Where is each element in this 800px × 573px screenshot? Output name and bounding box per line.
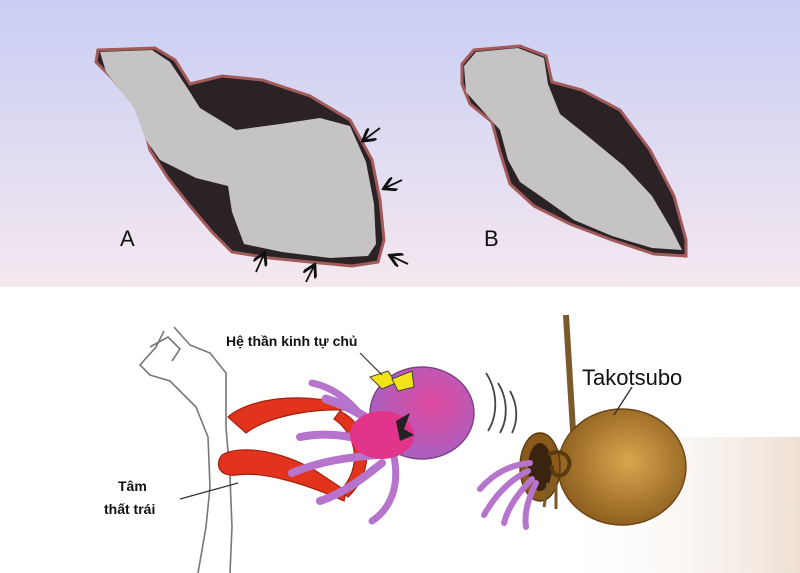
pot-body	[557, 408, 687, 526]
heart-a: A	[94, 46, 409, 283]
motion-lines	[485, 372, 518, 434]
arrow	[391, 256, 409, 264]
takotsubo-label: Takotsubo	[582, 365, 682, 390]
human-outline	[138, 326, 233, 573]
pot-label-leader	[613, 386, 633, 416]
motion-line	[497, 382, 507, 434]
octopus-mouth	[396, 413, 414, 441]
body-outline	[138, 330, 211, 573]
rope-ends	[542, 482, 558, 509]
hand-outline	[149, 336, 182, 362]
arrow	[306, 266, 314, 283]
autonomic-leader	[359, 352, 383, 376]
ventricle-band	[217, 449, 347, 502]
panel-a-label: A	[120, 226, 135, 251]
takotsubo-illustration-panel: Takotsubo Hệ thần kinh tự chủ Tâm thất t…	[0, 287, 800, 573]
motion-line	[485, 372, 497, 432]
ventriculogram-svg: A B	[0, 0, 800, 287]
pot-tentacles	[477, 460, 539, 530]
octopus-eye	[391, 370, 415, 392]
arm-outline	[173, 326, 233, 573]
left-ventricle-label-line2: thất trái	[104, 501, 155, 517]
left-ventricle-label-line1: Tâm	[118, 478, 147, 494]
tentacle	[477, 460, 533, 492]
dyskinesis-arrows	[256, 127, 409, 283]
tentacle	[501, 476, 535, 526]
ventricle-leader	[179, 482, 239, 500]
tentacle	[316, 459, 386, 505]
tentacle	[368, 453, 400, 525]
motion-line	[509, 390, 518, 434]
heart-b-cavity	[464, 48, 682, 250]
tentacle	[522, 480, 539, 530]
arrow	[256, 254, 264, 273]
arrow	[385, 180, 403, 188]
heart-a-cavity	[100, 50, 376, 258]
octopus	[288, 366, 475, 525]
tentacle	[481, 468, 531, 518]
panel-b-label: B	[484, 226, 499, 251]
arrow	[364, 127, 381, 140]
heart-b: B	[460, 44, 688, 258]
takotsubo-pot: Takotsubo	[519, 314, 687, 526]
rope-knot	[546, 450, 572, 478]
autonomic-nervous-system-label: Hệ thần kinh tự chủ	[226, 333, 357, 349]
illustration-svg: Takotsubo Hệ thần kinh tự chủ Tâm thất t…	[0, 287, 800, 573]
rope	[563, 314, 577, 448]
ventriculogram-panel: A B	[0, 0, 800, 287]
